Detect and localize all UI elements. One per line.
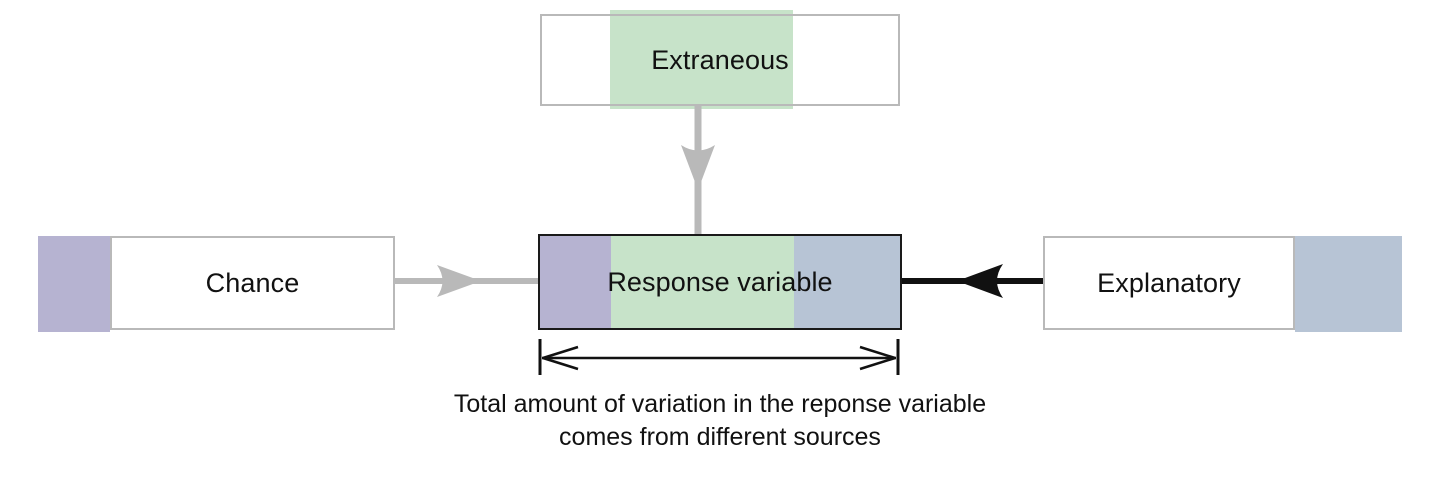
node-response-variable[interactable]: Response variable [538, 234, 902, 330]
caption-line-1: Total amount of variation in the reponse… [453, 390, 987, 418]
explanatory-fill [1045, 238, 1293, 328]
chance-fill [112, 238, 393, 328]
arrowhead-down-icon [681, 145, 715, 190]
node-response-variable-label: Response variable [607, 266, 833, 297]
chance-band [38, 236, 110, 332]
caption-line-2: comes from different sources [559, 423, 881, 451]
arrowhead-right-icon [437, 265, 481, 297]
diagram-caption: Total amount of variation in the reponse… [0, 388, 1440, 454]
span-arrowhead-left-icon [542, 345, 579, 371]
explanatory-band [1295, 236, 1402, 332]
response-segment-chance [540, 236, 611, 328]
total-variation-span [538, 339, 900, 375]
node-extraneous[interactable]: Extraneous [540, 14, 900, 106]
node-explanatory-label: Explanatory [1097, 267, 1241, 298]
response-segment-explanatory [794, 236, 900, 328]
node-extraneous-label: Extraneous [651, 44, 789, 75]
node-chance[interactable]: Chance [110, 236, 395, 330]
node-chance-label: Chance [205, 267, 300, 298]
arrowhead-left-icon [957, 264, 1003, 298]
node-explanatory[interactable]: Explanatory [1043, 236, 1295, 330]
arrow-chance-to-response [395, 265, 538, 297]
arrow-explanatory-to-response [902, 264, 1043, 298]
response-segment-extraneous [611, 236, 794, 328]
extraneous-band [610, 10, 793, 109]
span-arrowhead-right-icon [859, 345, 896, 371]
arrow-extraneous-to-response [681, 106, 715, 234]
extraneous-left-fill [542, 16, 610, 104]
extraneous-right-fill [794, 16, 898, 104]
